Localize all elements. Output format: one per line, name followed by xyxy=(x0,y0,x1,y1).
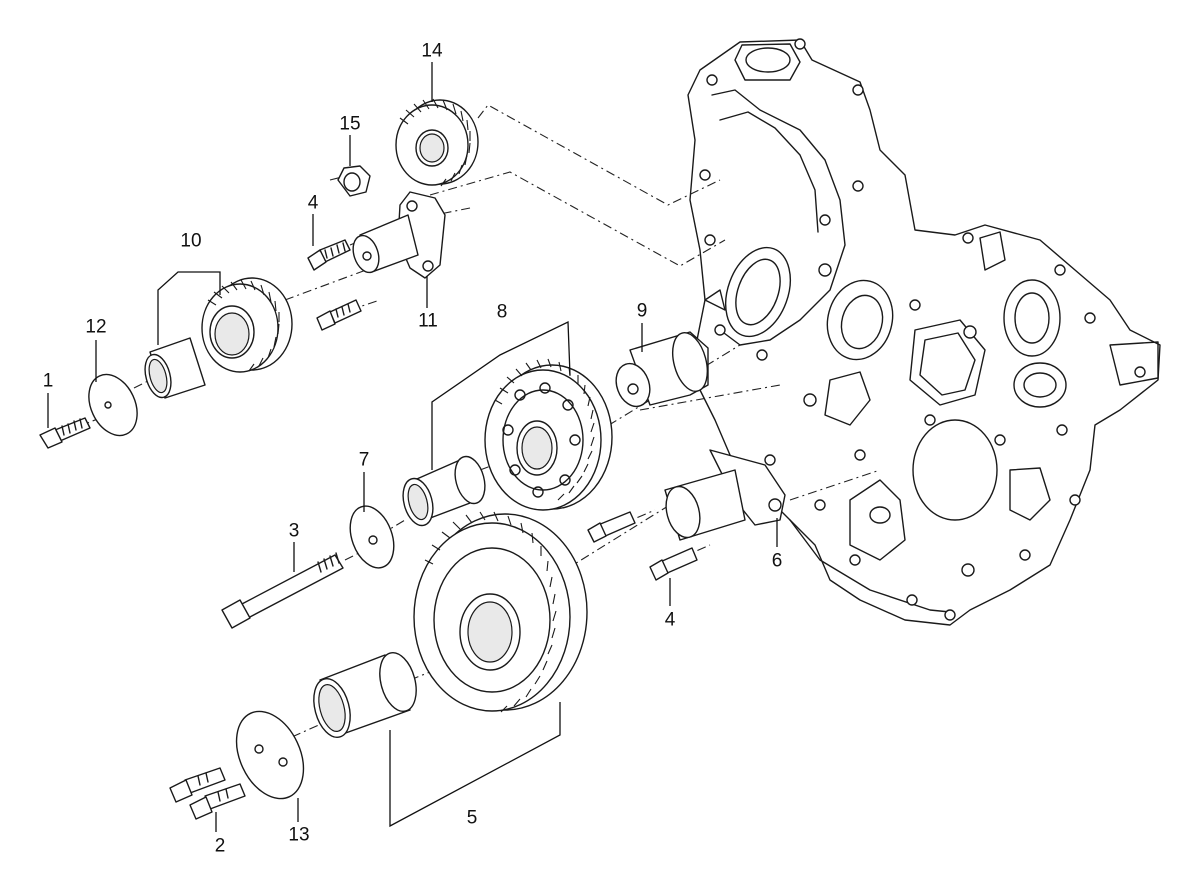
part-11-idler-shaft xyxy=(352,191,446,279)
callout-10: 10 xyxy=(180,230,202,252)
part-7-washer xyxy=(349,505,395,569)
part-4-bolts-lower xyxy=(587,511,698,581)
callout-8: 8 xyxy=(496,301,508,323)
callout-13: 13 xyxy=(288,824,310,846)
part-5-gear-and-bushing xyxy=(313,511,588,828)
part-14-gear xyxy=(395,98,479,187)
callout-1: 1 xyxy=(42,370,54,392)
callout-4-upper: 4 xyxy=(307,192,319,214)
callout-15: 15 xyxy=(339,113,361,135)
callout-4-lower: 4 xyxy=(664,609,676,631)
part-15-nut xyxy=(337,165,371,197)
part-2-bolts xyxy=(169,767,246,820)
part-13-plate xyxy=(235,710,305,800)
part-10-gear-and-bushing xyxy=(144,271,293,399)
callout-2: 2 xyxy=(214,835,226,857)
callout-14: 14 xyxy=(421,40,443,62)
callout-5: 5 xyxy=(466,807,478,829)
callout-11: 11 xyxy=(418,310,438,332)
part-6-idler-shaft xyxy=(664,449,786,541)
callout-7: 7 xyxy=(358,449,370,471)
leader-lines xyxy=(47,62,778,832)
gear-case-housing xyxy=(687,38,1161,626)
callout-12: 12 xyxy=(85,316,107,338)
callout-3: 3 xyxy=(288,520,300,542)
part-1-bolt xyxy=(39,417,91,449)
part-12-washer xyxy=(88,373,138,437)
part-9-shaft xyxy=(615,331,709,408)
callout-9: 9 xyxy=(636,300,648,322)
part-3-long-bolt xyxy=(221,552,344,629)
part-8-gear-and-bushing xyxy=(402,320,613,527)
part-4-bolts-upper xyxy=(307,239,362,331)
callout-6: 6 xyxy=(771,550,783,572)
